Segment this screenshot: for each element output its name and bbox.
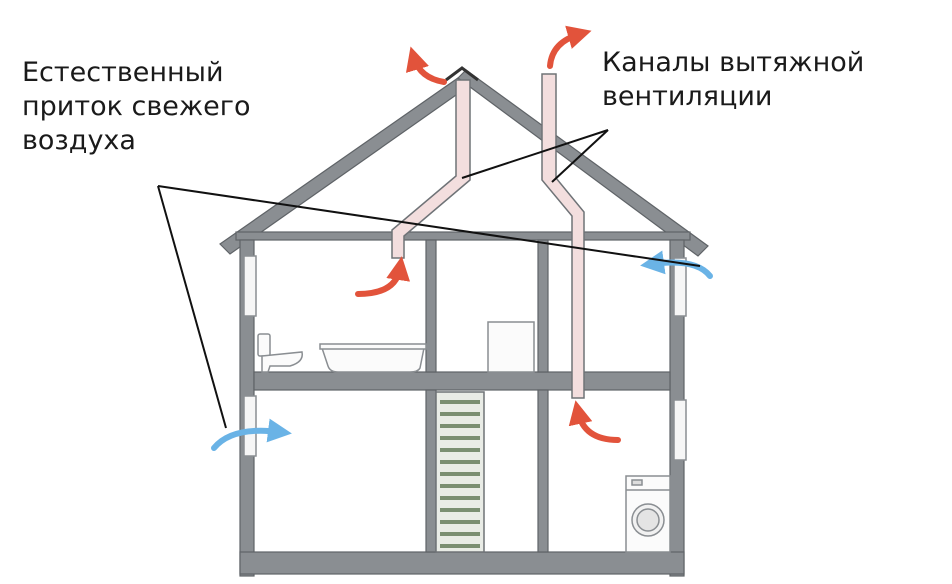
exhaust-ducts-line-2: вентиляции — [602, 81, 773, 112]
roof-right-slope — [457, 69, 709, 257]
roof-vent-cap — [445, 66, 479, 82]
second-floor-slab — [253, 371, 671, 391]
leader-inflow-to-left-window — [157, 185, 227, 429]
exhaust-ducts-line-1: Каналы вытяжной — [602, 47, 865, 78]
window-left-upper — [243, 255, 257, 317]
natural-inflow-label: Естественный приток свежего воздуха — [22, 56, 251, 158]
bathtub — [319, 343, 427, 373]
interior-wall-lower-left — [425, 389, 437, 553]
leader-inflow-to-right-window — [157, 185, 701, 267]
staircase — [435, 391, 485, 553]
interior-wall-upper-left — [425, 239, 437, 373]
exhaust-arrow-roof-right — [547, 25, 592, 69]
ceiling-beam — [235, 231, 691, 241]
exhaust-duct-right — [541, 73, 585, 399]
interior-wall-upper-right — [537, 239, 549, 373]
interior-wall-lower-right — [537, 389, 549, 553]
roof-left-slope — [219, 77, 467, 255]
washing-machine — [625, 475, 671, 553]
natural-inflow-line-1: Естественный — [22, 57, 224, 88]
exhaust-arrow-upper-room — [355, 256, 411, 297]
exhaust-ducts-label: Каналы вытяжной вентиляции — [602, 46, 864, 114]
exhaust-arrow-roof-left — [405, 46, 447, 85]
toilet — [257, 333, 303, 373]
windows — [243, 255, 687, 461]
leader-duct-right — [551, 129, 609, 183]
leader-duct-left — [461, 129, 609, 179]
natural-inflow-line-3: воздуха — [22, 125, 136, 156]
inflow-arrow-left — [211, 418, 292, 451]
window-right-upper — [673, 257, 687, 317]
exhaust-arrows — [355, 25, 621, 443]
leader-lines — [157, 129, 701, 429]
ground-floor-slab — [239, 551, 685, 575]
cabinet — [487, 321, 535, 373]
window-right-lower — [673, 399, 687, 461]
natural-inflow-line-2: приток свежего — [22, 91, 251, 122]
window-left-lower — [243, 395, 257, 457]
exhaust-arrow-lower-room — [568, 400, 621, 443]
